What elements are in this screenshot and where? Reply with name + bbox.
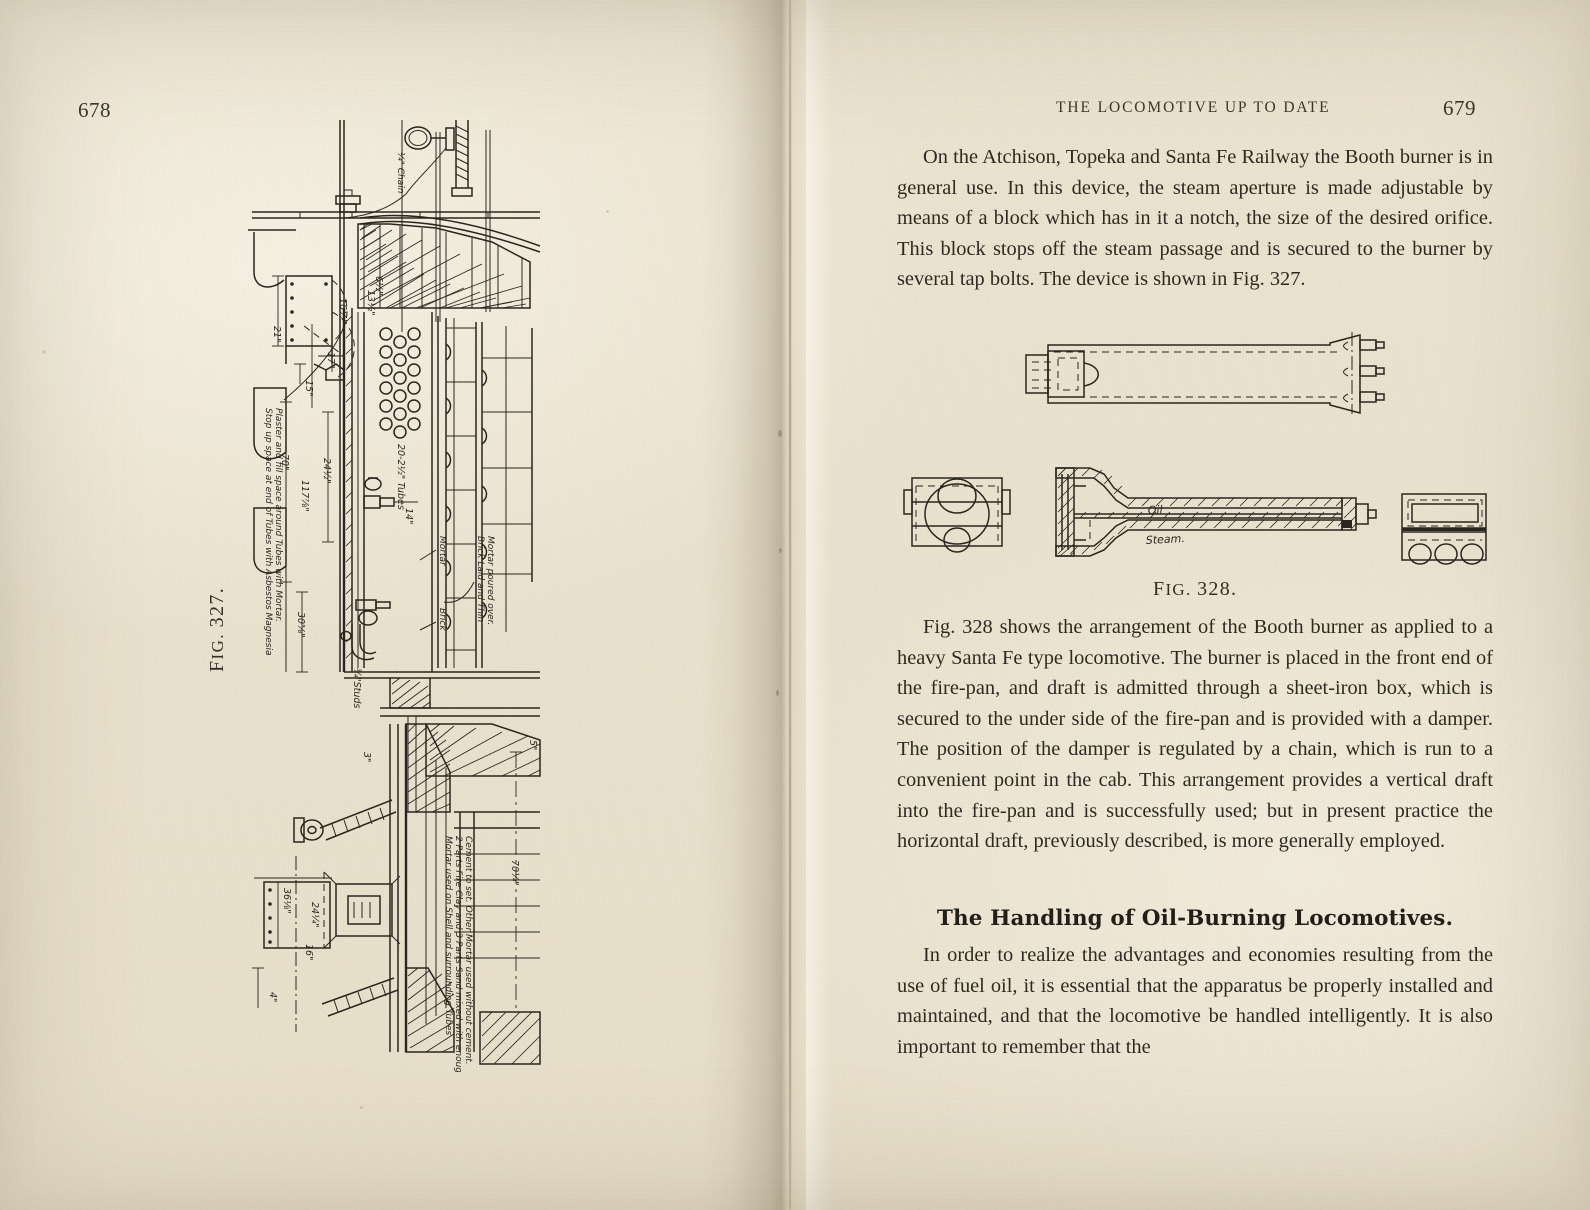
- svg-text:Brick: Brick: [437, 608, 447, 631]
- svg-text:24¼": 24¼": [309, 902, 320, 928]
- paragraph-block-2: Fig. 328 shows the arrangement of the Bo…: [897, 612, 1493, 857]
- figure-328-engraving: Oil Steam.: [890, 318, 1500, 593]
- figure-327-caption: FIG. 327.: [206, 587, 229, 672]
- svg-text:6½": 6½": [373, 276, 384, 296]
- svg-text:17": 17": [325, 352, 336, 368]
- svg-text:13½": 13½": [365, 290, 376, 316]
- svg-text:Mortar poured over.: Mortar poured over.: [485, 536, 495, 625]
- svg-text:15": 15": [303, 380, 314, 396]
- figure-327-caption-number: 327.: [206, 586, 228, 628]
- svg-text:Cement to set. Other Mortar us: Cement to set. Other Mortar used without…: [463, 836, 473, 1065]
- svg-text:Stop up space at end of Tubes: Stop up space at end of Tubes with Asbes…: [263, 408, 273, 655]
- svg-text:16": 16": [303, 944, 314, 960]
- svg-text:Plaster and fill space around: Plaster and fill space around Tubes with…: [273, 408, 283, 622]
- paper-speck: [776, 690, 779, 696]
- figure-327-caption-smallcaps: IG.: [208, 633, 227, 660]
- figure-328-caption-smallcaps: IG.: [1165, 580, 1192, 599]
- paper-speck: [42, 350, 46, 354]
- page-fold-line: [789, 0, 791, 1210]
- svg-text:¼" Chain: ¼" Chain: [395, 152, 405, 194]
- svg-text:21": 21": [271, 326, 282, 342]
- svg-text:20-2½" Tubes: 20-2½" Tubes: [395, 444, 406, 510]
- svg-text:24½": 24½": [321, 458, 332, 484]
- steam-passage-label: Steam.: [1145, 532, 1185, 547]
- paragraph-booth-burner: On the Atchison, Topeka and Santa Fe Rai…: [897, 146, 1493, 291]
- svg-text:30⅝": 30⅝": [295, 612, 306, 638]
- paper-speck: [606, 210, 609, 213]
- svg-text:36⅛": 36⅛": [281, 888, 292, 914]
- paper-speck: [779, 548, 782, 553]
- figure-328-caption-number: 328.: [1197, 578, 1238, 600]
- paragraph-block-3: In order to realize the advantages and e…: [897, 940, 1493, 1062]
- paper-speck: [778, 430, 782, 437]
- svg-text:2 Parts Fire Clay and 3 Parts: 2 Parts Fire Clay and 3 Parts Sand mixed…: [453, 836, 463, 1072]
- paper-speck: [360, 1106, 363, 1109]
- page-gutter-shadow: [700, 0, 810, 1210]
- paragraph-block-1: On the Atchison, Topeka and Santa Fe Rai…: [897, 142, 1493, 295]
- svg-text:Mortar used on Shell and surro: Mortar used on Shell and surrounding Tub…: [443, 836, 453, 1036]
- folio-left-page: 678: [78, 98, 111, 122]
- figure-327-caption-lead: F: [206, 659, 228, 672]
- svg-text:Mortar: Mortar: [437, 536, 447, 567]
- svg-text:3": 3": [361, 752, 372, 762]
- svg-text:16½": 16½": [337, 298, 348, 324]
- svg-text:¾"Studs: ¾"Studs: [351, 668, 362, 708]
- svg-text:Brick Laid and Thin: Brick Laid and Thin: [475, 536, 485, 622]
- running-head-right-page: THE LOCOMOTIVE UP TO DATE: [1056, 99, 1331, 116]
- folio-right-page: 679: [1443, 96, 1476, 120]
- svg-text:5": 5": [527, 740, 538, 750]
- figure-328-caption-lead: F: [1153, 578, 1166, 600]
- svg-text:14": 14": [403, 508, 414, 524]
- svg-text:70¼": 70¼": [509, 860, 520, 886]
- figure-328-caption: FIG. 328.: [1153, 578, 1237, 601]
- paragraph-handling-intro: In order to realize the advantages and e…: [897, 944, 1493, 1058]
- right-leaf-edge-highlight: [806, 0, 832, 1210]
- paragraph-fig328-arrangement: Fig. 328 shows the arrangement of the Bo…: [897, 616, 1493, 853]
- paper-speck: [1106, 106, 1109, 109]
- svg-text:117⅞": 117⅞": [299, 480, 310, 512]
- oil-passage-label: Oil: [1147, 503, 1162, 517]
- section-heading: The Handling of Oil-Burning Locomotives.: [936, 906, 1454, 931]
- figure-327-engraving: ¼" Chain: [240, 112, 550, 1072]
- svg-text:4": 4": [267, 992, 278, 1002]
- svg-text:70": 70": [279, 454, 290, 470]
